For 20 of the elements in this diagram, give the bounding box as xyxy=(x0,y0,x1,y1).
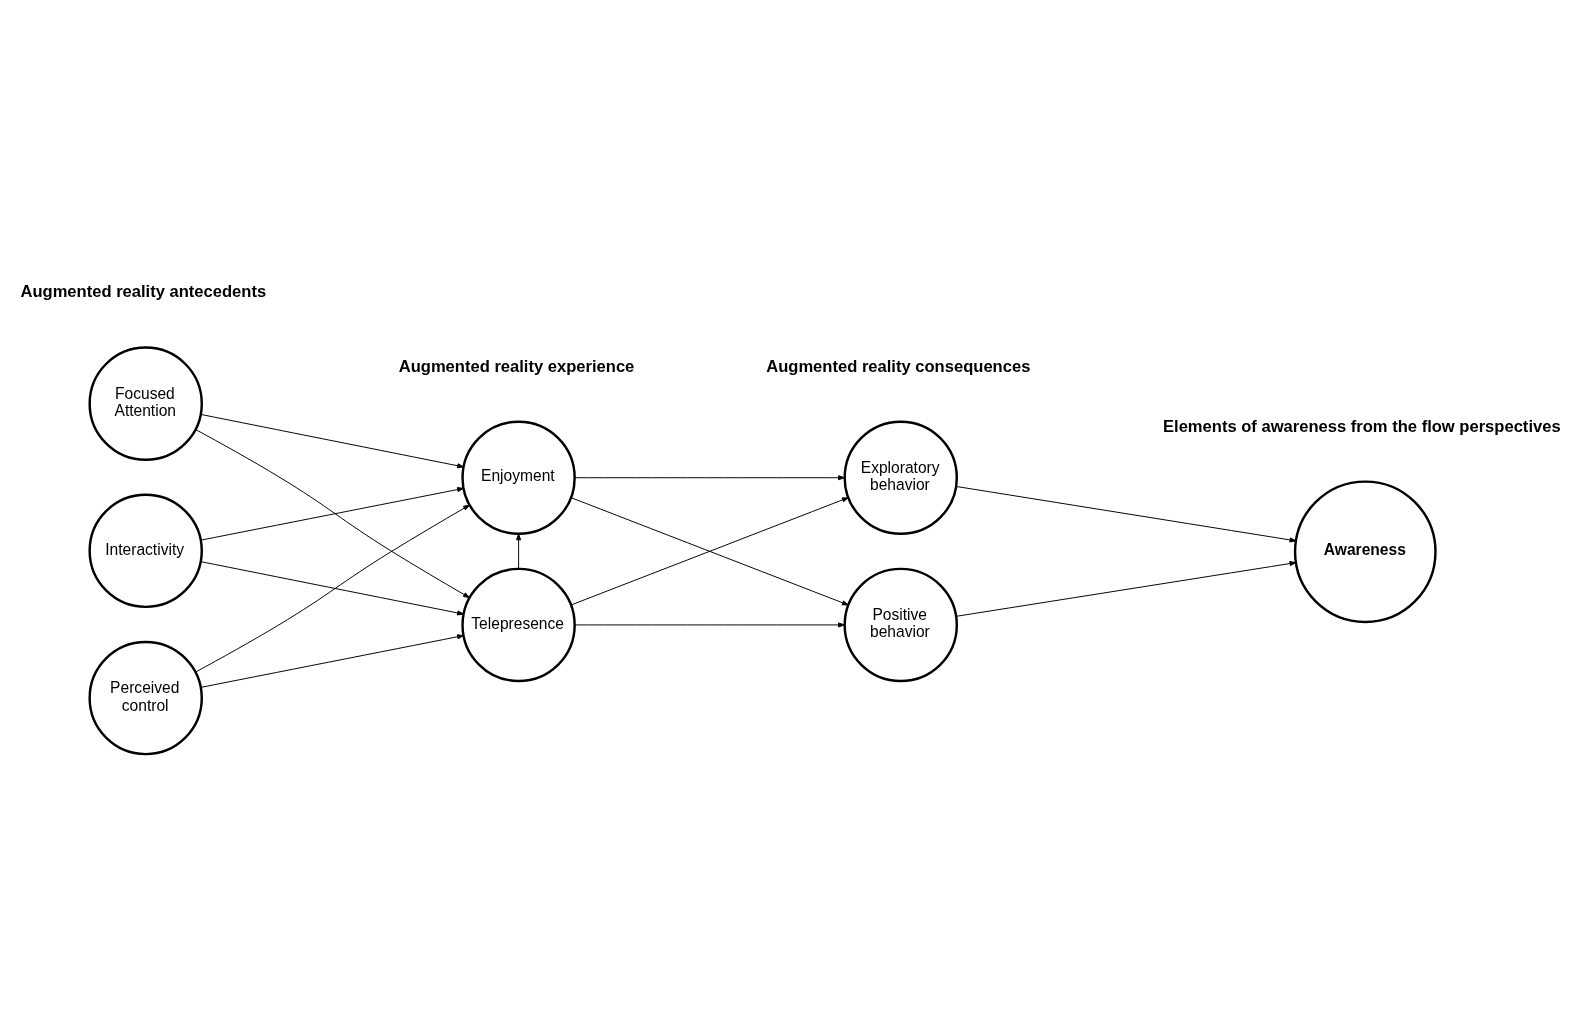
arrow xyxy=(195,428,470,598)
arrow xyxy=(200,633,464,688)
label: Elements of awareness from the flow perspectives xyxy=(1162,416,1561,436)
label: Augmented reality antecedents xyxy=(20,281,267,301)
arrow xyxy=(574,474,845,480)
label: Augmented reality experience xyxy=(398,356,635,376)
arrow xyxy=(955,560,1297,617)
node-circle: Focused Attention xyxy=(88,345,203,461)
arrow xyxy=(574,621,845,627)
arrow xyxy=(200,413,464,468)
arrow xyxy=(200,560,464,615)
node-circle: Awareness xyxy=(1293,479,1437,623)
arrow xyxy=(955,485,1297,542)
label: Augmented reality consequences xyxy=(766,356,1031,376)
node-circle: Perceived control xyxy=(88,640,203,755)
arrow xyxy=(195,504,470,673)
node-circle: Interactivity xyxy=(88,493,203,608)
arrow xyxy=(516,533,522,569)
arrow xyxy=(570,496,849,605)
arrow xyxy=(200,486,464,541)
